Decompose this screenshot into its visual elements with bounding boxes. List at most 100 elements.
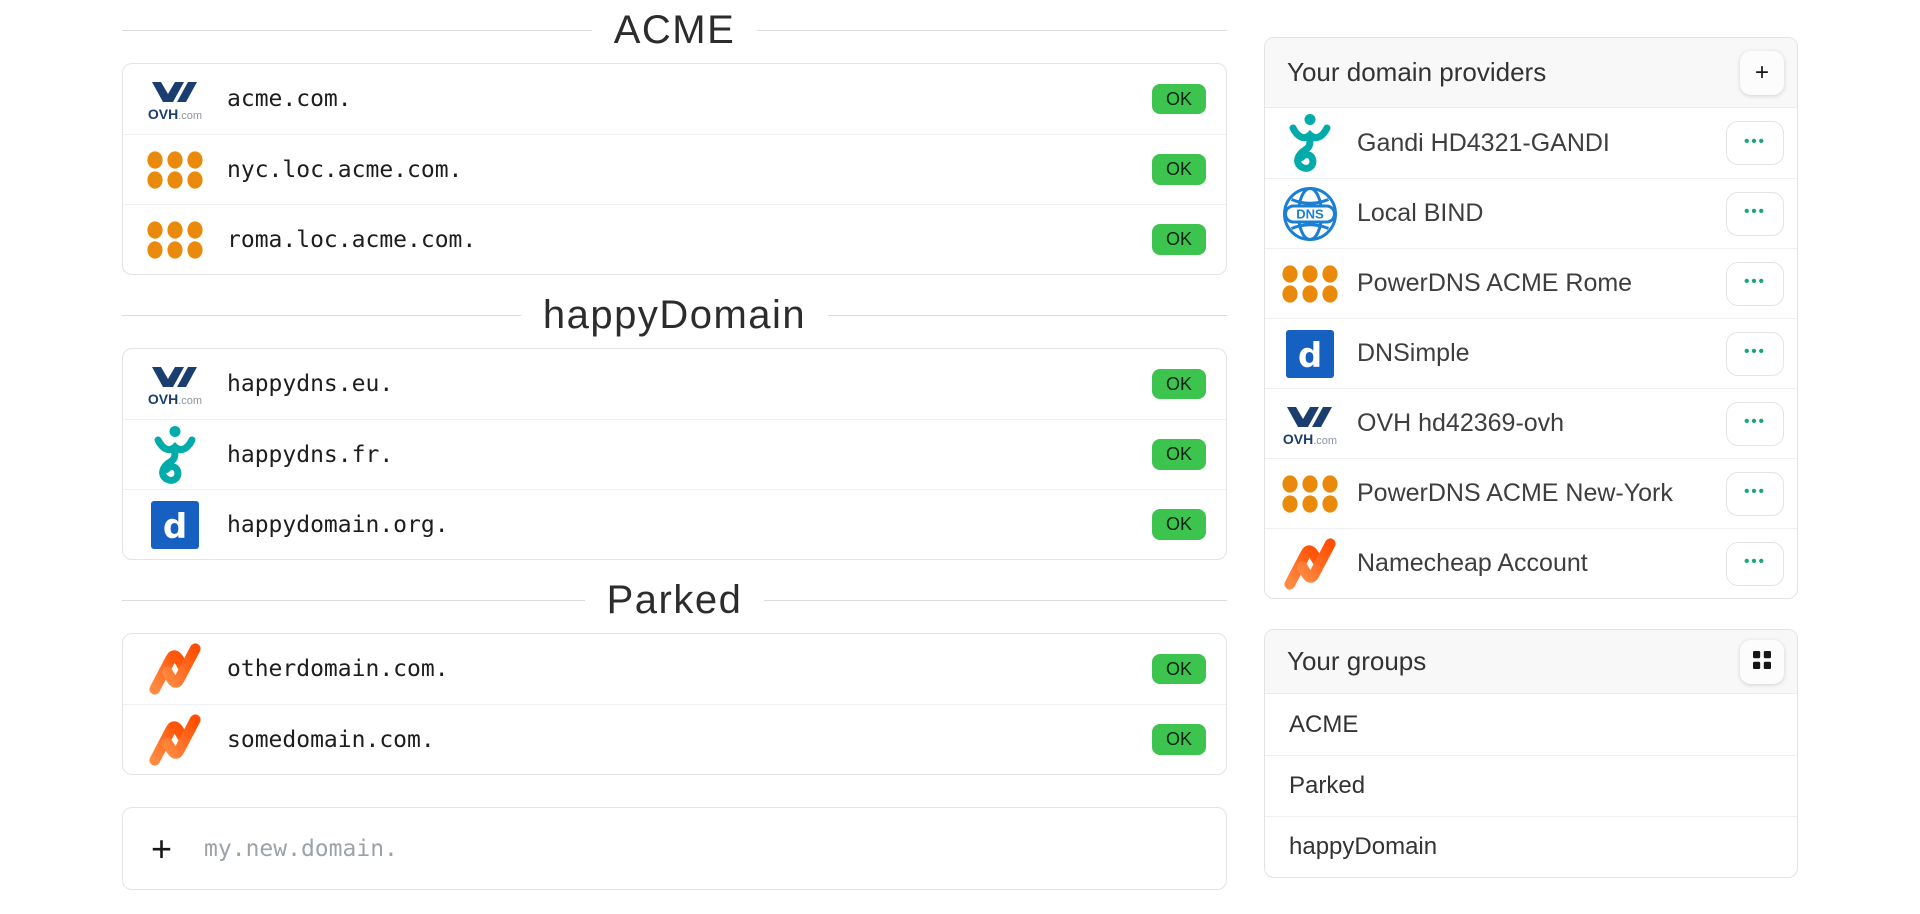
provider-name: Gandi HD4321-GANDI <box>1357 128 1610 157</box>
status-badge: OK <box>1151 724 1206 755</box>
new-domain-input[interactable] <box>202 834 1198 863</box>
domain-row[interactable]: roma.loc.acme.com. OK <box>123 204 1226 274</box>
provider-name: OVH hd42369-ovh <box>1357 409 1565 437</box>
divider-line <box>764 599 1227 601</box>
ellipsis-icon: ••• <box>1744 132 1766 150</box>
group-row[interactable]: ACME <box>1265 694 1797 755</box>
provider-menu-button[interactable]: ••• <box>1726 401 1784 446</box>
ellipsis-icon: ••• <box>1744 553 1766 570</box>
domains-dashboard: ACME OVH.com acme.com. OK nyc.loc.acme.c… <box>122 0 1798 890</box>
domain-row[interactable]: otherdomain.com. OK <box>123 634 1226 704</box>
group-row[interactable]: happyDomain <box>1265 816 1797 877</box>
namecheap-icon <box>143 642 207 696</box>
domain-list-card: OVH.com acme.com. OK nyc.loc.acme.com. O… <box>122 63 1227 275</box>
svg-text:DNS: DNS <box>1296 206 1324 221</box>
provider-menu-button[interactable]: ••• <box>1726 261 1784 306</box>
providers-panel: Your domain providers + Gandi HD4321-GAN… <box>1264 37 1798 599</box>
grid-icon <box>1753 648 1771 676</box>
domain-name-link[interactable]: acme.com. <box>227 86 352 112</box>
svg-text:d: d <box>163 507 187 547</box>
svg-text:OVH.com: OVH.com <box>1283 431 1337 447</box>
domain-row[interactable]: OVH.com acme.com. OK <box>123 64 1226 134</box>
provider-row[interactable]: PowerDNS ACME New-York ••• <box>1265 458 1797 528</box>
group-heading: ACME <box>613 8 736 52</box>
add-provider-button[interactable]: + <box>1740 50 1784 95</box>
ellipsis-icon: ••• <box>1744 273 1766 290</box>
provider-row[interactable]: PowerDNS ACME Rome ••• <box>1265 248 1797 318</box>
provider-row[interactable]: DNS Local BIND ••• <box>1265 178 1797 248</box>
ellipsis-icon: ••• <box>1744 343 1766 360</box>
domain-row[interactable]: OVH.com happydns.eu. OK <box>123 349 1226 419</box>
domain-group-section: Parked otherdomain.com. OK somedomain.co… <box>122 578 1227 775</box>
status-badge: OK <box>1151 368 1206 400</box>
domain-name-link[interactable]: roma.loc.acme.com. <box>227 226 477 253</box>
domain-name-link[interactable]: somedomain.com. <box>227 726 435 753</box>
provider-name: PowerDNS ACME New-York <box>1357 479 1673 507</box>
ellipsis-icon: ••• <box>1744 413 1766 430</box>
status-badge: OK <box>1151 83 1206 115</box>
svg-text:d: d <box>1298 336 1322 376</box>
group-heading: happyDomain <box>542 293 807 337</box>
ovh-icon: OVH.com <box>143 76 207 122</box>
plus-icon: + <box>151 827 173 869</box>
domain-name-link[interactable]: happydns.eu. <box>227 371 394 397</box>
domain-group-section: ACME OVH.com acme.com. OK nyc.loc.acme.c… <box>122 8 1228 275</box>
provider-row[interactable]: OVH.com OVH hd42369-ovh ••• <box>1265 388 1797 458</box>
provider-row[interactable]: d DNSimple ••• <box>1265 318 1797 388</box>
divider-line <box>122 599 585 601</box>
domain-row[interactable]: d happydomain.org. OK <box>123 489 1226 559</box>
group-row[interactable]: Parked <box>1265 755 1797 816</box>
domain-list-card: otherdomain.com. OK somedomain.com. OK <box>122 633 1227 775</box>
provider-row[interactable]: Gandi HD4321-GANDI ••• <box>1265 108 1797 178</box>
provider-row[interactable]: Namecheap Account ••• <box>1265 528 1797 598</box>
powerdns-icon <box>143 220 207 260</box>
groups-panel-header: Your groups <box>1265 630 1797 694</box>
domain-row[interactable]: somedomain.com. OK <box>123 704 1226 774</box>
status-badge: OK <box>1151 439 1206 470</box>
provider-menu-button[interactable]: ••• <box>1726 331 1784 376</box>
namecheap-icon <box>143 713 207 767</box>
domain-name-link[interactable]: nyc.loc.acme.com. <box>227 156 463 183</box>
group-heading-row: happyDomain <box>122 293 1228 337</box>
status-badge: OK <box>1151 224 1206 255</box>
provider-name: PowerDNS ACME Rome <box>1357 269 1633 297</box>
gandi-icon <box>143 425 207 485</box>
domain-row[interactable]: happydns.fr. OK <box>123 419 1226 489</box>
namecheap-icon <box>1279 537 1341 591</box>
gandi-icon <box>1279 113 1341 173</box>
domain-groups-column: ACME OVH.com acme.com. OK nyc.loc.acme.c… <box>122 0 1228 890</box>
domain-name-link[interactable]: happydomain.org. <box>227 511 449 538</box>
provider-name: DNSimple <box>1357 339 1470 367</box>
groups-panel-title: Your groups <box>1287 646 1427 676</box>
group-name: happyDomain <box>1289 833 1438 860</box>
provider-name: Namecheap Account <box>1357 549 1588 577</box>
bind-icon: DNS <box>1279 185 1341 243</box>
status-badge: OK <box>1151 653 1206 685</box>
powerdns-icon <box>143 150 207 190</box>
group-heading: Parked <box>606 578 743 622</box>
status-badge: OK <box>1151 154 1206 185</box>
add-domain-card[interactable]: + <box>122 807 1227 890</box>
groups-panel: Your groups ACME Parked happyDomain <box>1264 629 1798 878</box>
divider-line <box>757 29 1228 31</box>
dnsimple-icon: d <box>1279 329 1341 378</box>
domain-list-card: OVH.com happydns.eu. OK happydns.fr. OK … <box>122 348 1227 560</box>
groups-view-toggle-button[interactable] <box>1740 639 1784 684</box>
domain-name-link[interactable]: otherdomain.com. <box>227 656 449 682</box>
group-heading-row: ACME <box>122 8 1228 52</box>
provider-name: Local BIND <box>1357 199 1484 227</box>
powerdns-icon <box>1279 474 1341 514</box>
group-name: ACME <box>1289 710 1359 738</box>
providers-panel-title: Your domain providers <box>1287 57 1547 87</box>
divider-line <box>122 29 592 31</box>
provider-menu-button[interactable]: ••• <box>1726 191 1784 236</box>
provider-menu-button[interactable]: ••• <box>1726 541 1784 586</box>
provider-menu-button[interactable]: ••• <box>1726 121 1784 165</box>
domain-name-link[interactable]: happydns.fr. <box>227 441 394 468</box>
svg-text:OVH.com: OVH.com <box>148 391 202 407</box>
provider-menu-button[interactable]: ••• <box>1726 471 1784 516</box>
ellipsis-icon: ••• <box>1744 203 1766 220</box>
divider-line <box>122 314 521 316</box>
domain-row[interactable]: nyc.loc.acme.com. OK <box>123 134 1226 204</box>
group-name: Parked <box>1289 772 1366 799</box>
